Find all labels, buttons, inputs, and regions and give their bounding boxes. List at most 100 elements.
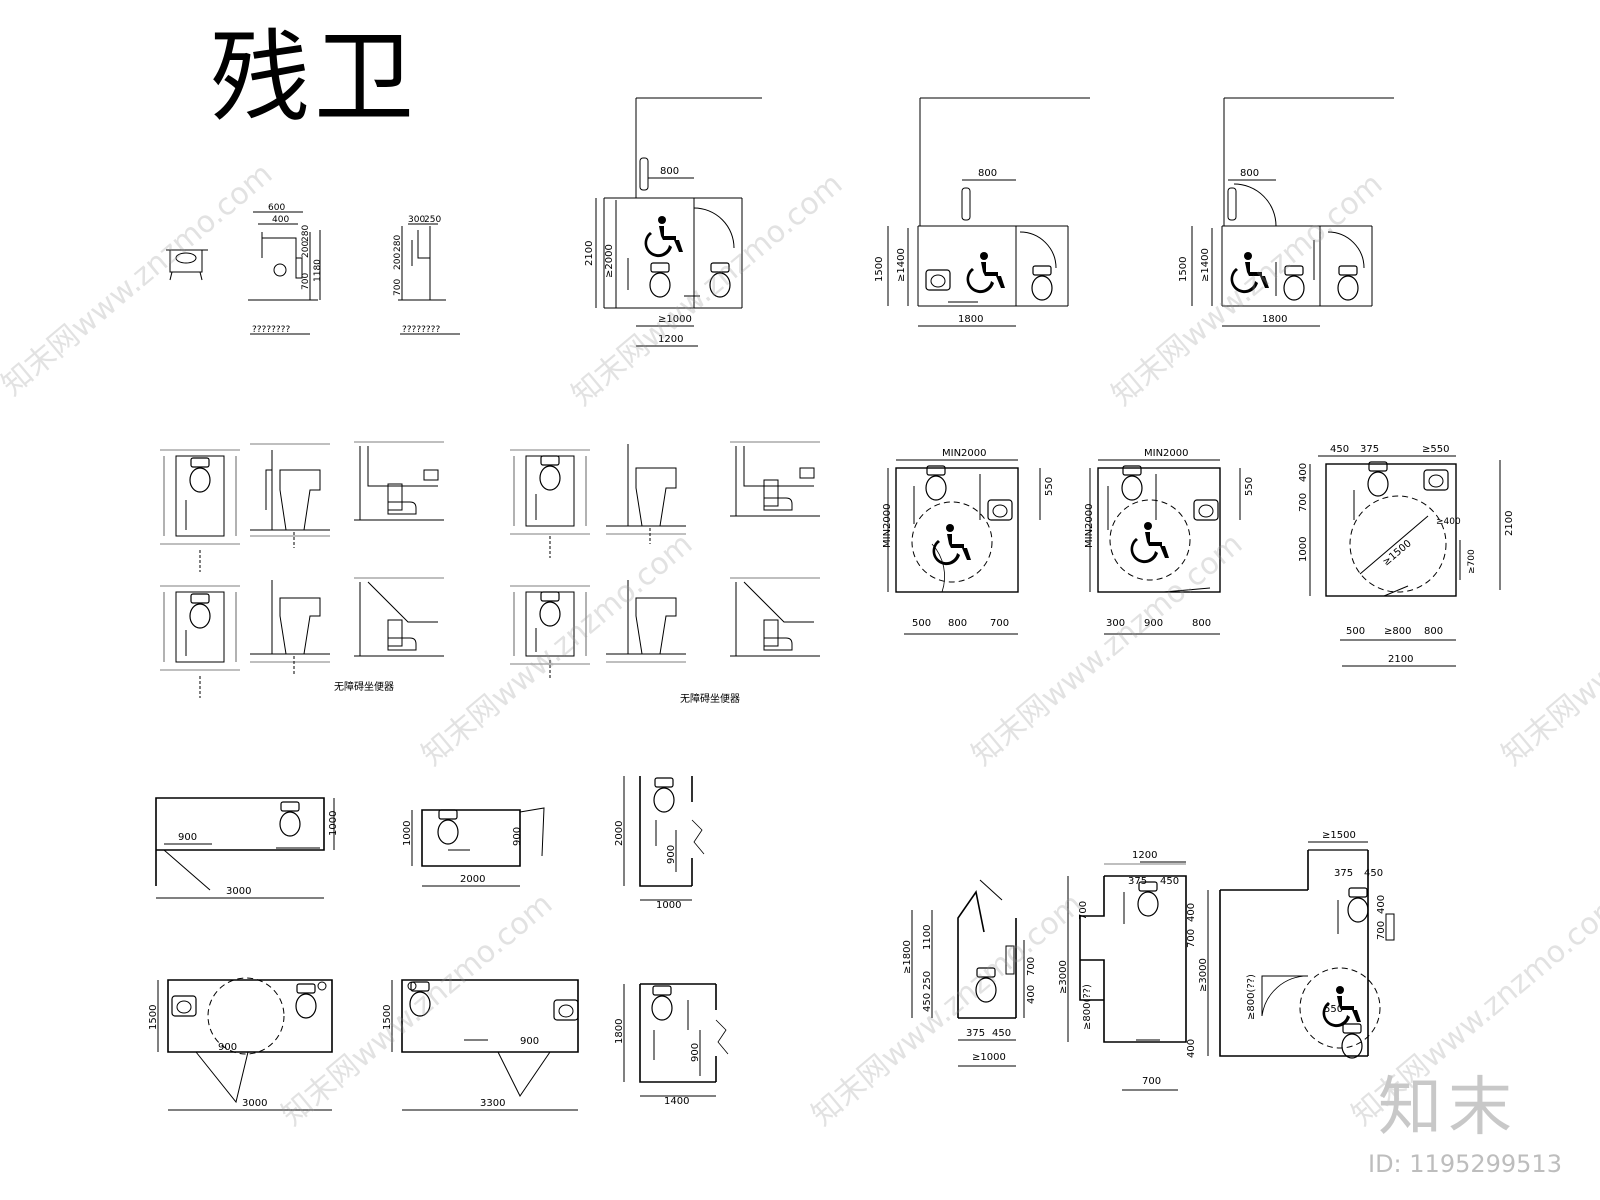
- dim-label: 1200: [1132, 850, 1157, 861]
- accessible-toilet-plan-8: 1000 900 2000: [402, 807, 545, 887]
- dim-label: 2100: [1388, 654, 1413, 665]
- caption: ????????: [402, 325, 440, 335]
- accessible-toilet-plan-7: 900 3000 1000: [155, 797, 339, 899]
- dim-label: 900: [512, 827, 523, 846]
- accessible-toilet-plan-5: MIN2000 MIN2000 550 300 900 800: [1084, 448, 1255, 635]
- brand-logo-text: 知末: [1378, 1071, 1518, 1145]
- dim-label: 700: [1078, 901, 1089, 920]
- accessible-toilet-plan-10: 900 1500 3000: [148, 977, 333, 1111]
- dim-label: 900: [690, 1043, 701, 1062]
- dim-label: 700: [1026, 957, 1037, 976]
- dim-label: 1000: [402, 821, 413, 846]
- image-id-label: ID: 1195299513: [1368, 1150, 1562, 1178]
- dim-label: 700: [1142, 1076, 1161, 1087]
- dim-label: 2100: [1504, 511, 1515, 536]
- accessible-toilet-plan-15: ≥1500 375 450 400 700 ≥3000 ≥800(??) 550: [1198, 830, 1395, 1059]
- dim-label: 700: [990, 618, 1009, 629]
- dim-label: 375: [966, 1028, 985, 1039]
- dim-label: 700: [1298, 493, 1309, 512]
- dim-label: 280: [301, 225, 311, 242]
- dim-label: MIN2000: [1144, 448, 1189, 459]
- dim-label: 450: [1330, 444, 1349, 455]
- dim-label: 1500: [382, 1005, 393, 1030]
- dim-label: 2000: [460, 874, 485, 885]
- dim-label: ≥1800: [902, 940, 913, 974]
- dim-label: 300: [1106, 618, 1125, 629]
- dim-label: 1000: [656, 900, 681, 911]
- dim-label: MIN2000: [942, 448, 987, 459]
- dim-label: 200: [301, 241, 311, 258]
- dim-label: 400: [1186, 1039, 1197, 1058]
- page-title: 残卫: [210, 19, 418, 136]
- dim-label: ≥1400: [896, 248, 907, 282]
- dim-label: 700: [393, 279, 403, 296]
- dim-label: 250: [424, 215, 441, 225]
- grab-bar-front-elevation: 600 400 700 1180 200 280 ????????: [248, 203, 323, 335]
- dim-label: 1000: [328, 811, 339, 836]
- dim-label: 450: [922, 993, 933, 1012]
- caption: ????????: [252, 325, 290, 335]
- accessible-toilet-plan-11: 900 1500 3300: [382, 979, 579, 1111]
- toilet-detail-group-right: 无障碍坐便器: [510, 441, 820, 705]
- accessible-toilet-plan-13: ≥1800 1100 250 450 700 400 375 450 ≥1000: [902, 879, 1037, 1067]
- dim-label: ≥700: [1467, 549, 1477, 574]
- dim-label: 800: [660, 166, 679, 177]
- dim-label: 3300: [480, 1098, 505, 1109]
- dim-label: 500: [1346, 626, 1365, 637]
- dim-label: 500: [912, 618, 931, 629]
- dim-label: 900: [1144, 618, 1163, 629]
- accessible-toilet-plan-4: MIN2000 MIN2000 550 500 800 700: [882, 448, 1055, 635]
- dim-label: 1800: [958, 314, 983, 325]
- dim-label: 550: [1324, 1004, 1343, 1015]
- dim-label: 1500: [874, 257, 885, 282]
- accessible-toilet-plan-3: 800 1500 ≥1400 1800: [1178, 97, 1394, 327]
- dim-label: 1400: [664, 1096, 689, 1107]
- dim-label: 1500: [148, 1005, 159, 1030]
- dim-label: 1800: [614, 1019, 625, 1044]
- dim-label: 400: [1186, 903, 1197, 922]
- accessible-toilet-plan-2: 800 1500 ≥1400 1800: [874, 97, 1090, 327]
- dim-label: 1180: [313, 259, 323, 282]
- dim-label: ≥3000: [1058, 960, 1069, 994]
- dim-label: ≥1500: [1322, 830, 1356, 841]
- grab-bar-side-elevation: 300 250 200 280 700 ????????: [393, 215, 460, 335]
- dim-label: 1200: [658, 334, 683, 345]
- dim-label: 1000: [1298, 537, 1309, 562]
- dim-label: ≥1400: [1200, 248, 1211, 282]
- sink-elevation-sketch: [166, 249, 208, 281]
- accessible-toilet-plan-12: 1800 900 1400: [614, 983, 729, 1107]
- dim-label: 3000: [242, 1098, 267, 1109]
- dim-label: 900: [178, 832, 197, 843]
- dim-label: 700: [1376, 921, 1387, 940]
- dim-label: 300: [408, 215, 425, 225]
- dim-label: 375: [1334, 868, 1353, 879]
- dim-label: ≥1000: [658, 314, 692, 325]
- dim-label: 400: [1026, 985, 1037, 1004]
- dim-label: 400: [272, 215, 289, 225]
- dim-label: 450: [1160, 876, 1179, 887]
- dim-label: 450: [1364, 868, 1383, 879]
- toilet-detail-group-left: 无障碍坐便器: [160, 441, 444, 698]
- dim-label: ≥2000: [604, 244, 615, 278]
- caption: 无障碍坐便器: [334, 680, 394, 693]
- dim-label: ≥800(??): [1246, 974, 1257, 1020]
- dim-label: 1500: [1178, 257, 1189, 282]
- caption: 无障碍坐便器: [680, 692, 740, 705]
- dim-label: 900: [520, 1036, 539, 1047]
- dim-label: 375: [1128, 876, 1147, 887]
- accessible-toilet-plan-9: 2000 900 1000: [614, 776, 705, 911]
- accessible-toilet-plan-14: 1200 375 450 700 400 700 ≥3000 ≥800(??) …: [1058, 850, 1197, 1091]
- dim-label: 450: [992, 1028, 1011, 1039]
- dim-label: 400: [1376, 895, 1387, 914]
- dim-label: 400: [1298, 463, 1309, 482]
- dim-label: ≥3000: [1198, 958, 1209, 992]
- dim-label: ≥800: [1384, 626, 1411, 637]
- dim-label: 600: [268, 203, 285, 213]
- dim-label: ≥800(??): [1082, 984, 1093, 1030]
- dim-label: ≥400: [1436, 517, 1461, 527]
- dim-label: ≥550: [1422, 444, 1449, 455]
- dim-label: 3000: [226, 886, 251, 897]
- dim-label: 800: [1424, 626, 1443, 637]
- dim-label: 2100: [584, 241, 595, 266]
